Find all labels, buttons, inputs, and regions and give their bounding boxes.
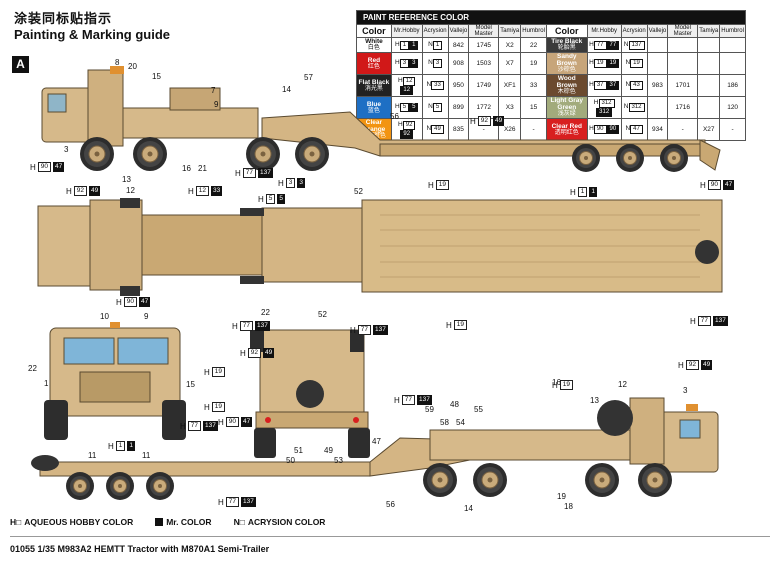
- color-legend: H□AQUEOUS HOBBY COLOR Mr. COLOR N□ACRYSI…: [10, 517, 326, 527]
- legend-n-symbol: N□: [233, 517, 245, 527]
- paint-table-title: PAINT REFERENCE COLOR: [356, 10, 746, 25]
- side-view-bottom: [31, 397, 719, 501]
- footer-product: 01055 1/35 M983A2 HEMTT Tractor with M87…: [10, 544, 270, 554]
- page-title-cn: 涂装同标贴指示: [14, 11, 113, 26]
- front-view: [44, 322, 186, 440]
- legend-m-symbol: [155, 518, 164, 526]
- side-view-top: [41, 66, 721, 173]
- view-badge: A: [12, 56, 29, 73]
- rear-view: [250, 329, 370, 458]
- page-title: Painting & Marking guide: [14, 27, 171, 42]
- top-view: [37, 198, 723, 296]
- legend-h-symbol: H□: [10, 517, 22, 527]
